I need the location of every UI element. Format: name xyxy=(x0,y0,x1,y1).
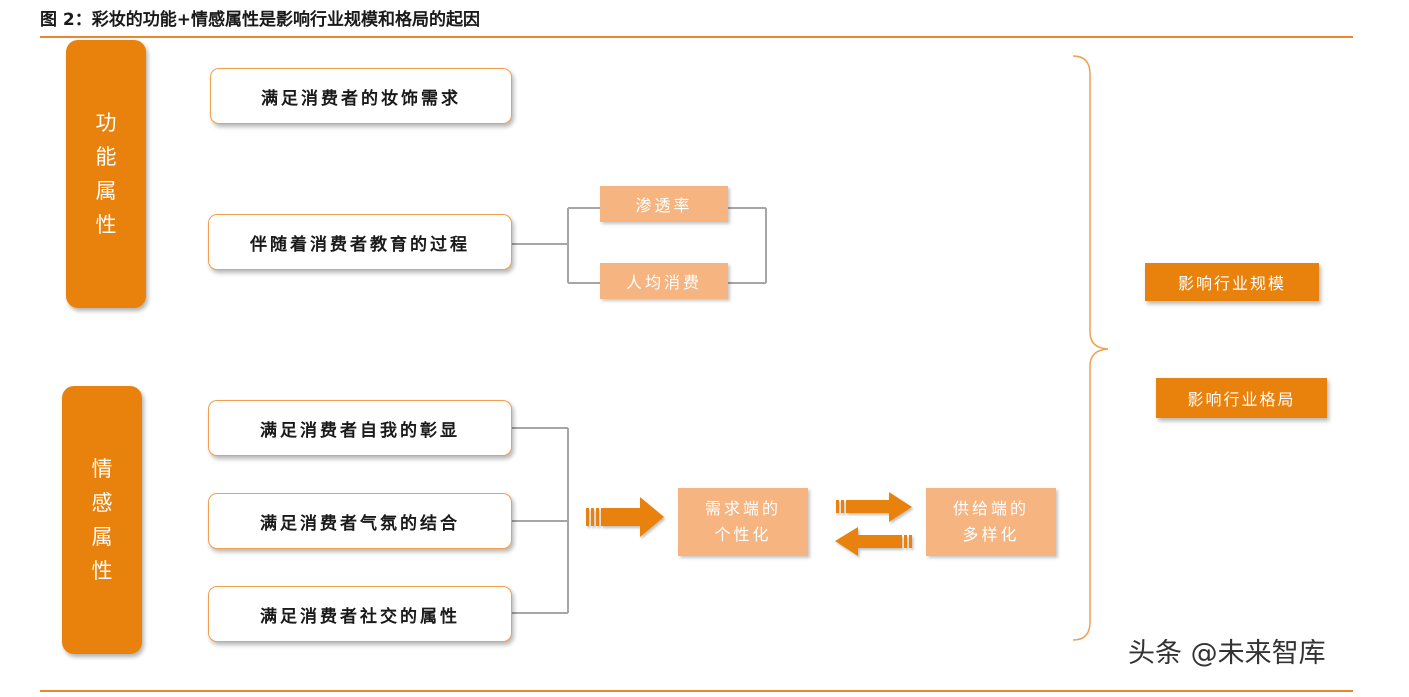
right-brace xyxy=(1072,55,1109,641)
demand-personalization-box: 需求端的 个性化 xyxy=(678,488,808,556)
arrow-supply-to-demand-icon xyxy=(835,527,912,556)
functional-item-consumer-education: 伴随着消费者教育的过程 xyxy=(208,214,512,270)
outcome-industry-landscape: 影响行业格局 xyxy=(1156,378,1327,418)
arrow-to-demand-icon xyxy=(586,497,664,537)
emotional-item-self-expression: 满足消费者自我的彰显 xyxy=(208,400,512,456)
bottom-rule xyxy=(40,690,1353,692)
supply-diversification-box: 供给端的 多样化 xyxy=(926,488,1056,556)
functional-connector xyxy=(512,207,767,284)
emotional-item-atmosphere: 满足消费者气氛的结合 xyxy=(208,493,512,549)
outcome-industry-scale: 影响行业规模 xyxy=(1145,263,1319,301)
functional-attribute-label: 功能属性 xyxy=(95,111,117,237)
emotional-item-social: 满足消费者社交的属性 xyxy=(208,586,512,642)
emotional-attribute-label: 情感属性 xyxy=(91,457,113,583)
top-rule xyxy=(40,36,1353,38)
figure-title: 图 2：彩妆的功能+情感属性是影响行业规模和格局的起因 xyxy=(40,10,480,30)
arrow-demand-to-supply-icon xyxy=(836,492,912,522)
emotional-attribute-pillar: 情感属性 xyxy=(62,386,142,654)
functional-item-makeup-need: 满足消费者的妆饰需求 xyxy=(210,68,512,124)
sub-item-penetration-rate: 渗透率 xyxy=(600,186,728,222)
emotional-connector xyxy=(512,427,569,614)
watermark-text: 头条 @未来智库 xyxy=(1128,638,1326,669)
sub-item-per-capita-spending: 人均消费 xyxy=(600,263,728,299)
functional-attribute-pillar: 功能属性 xyxy=(66,40,146,308)
